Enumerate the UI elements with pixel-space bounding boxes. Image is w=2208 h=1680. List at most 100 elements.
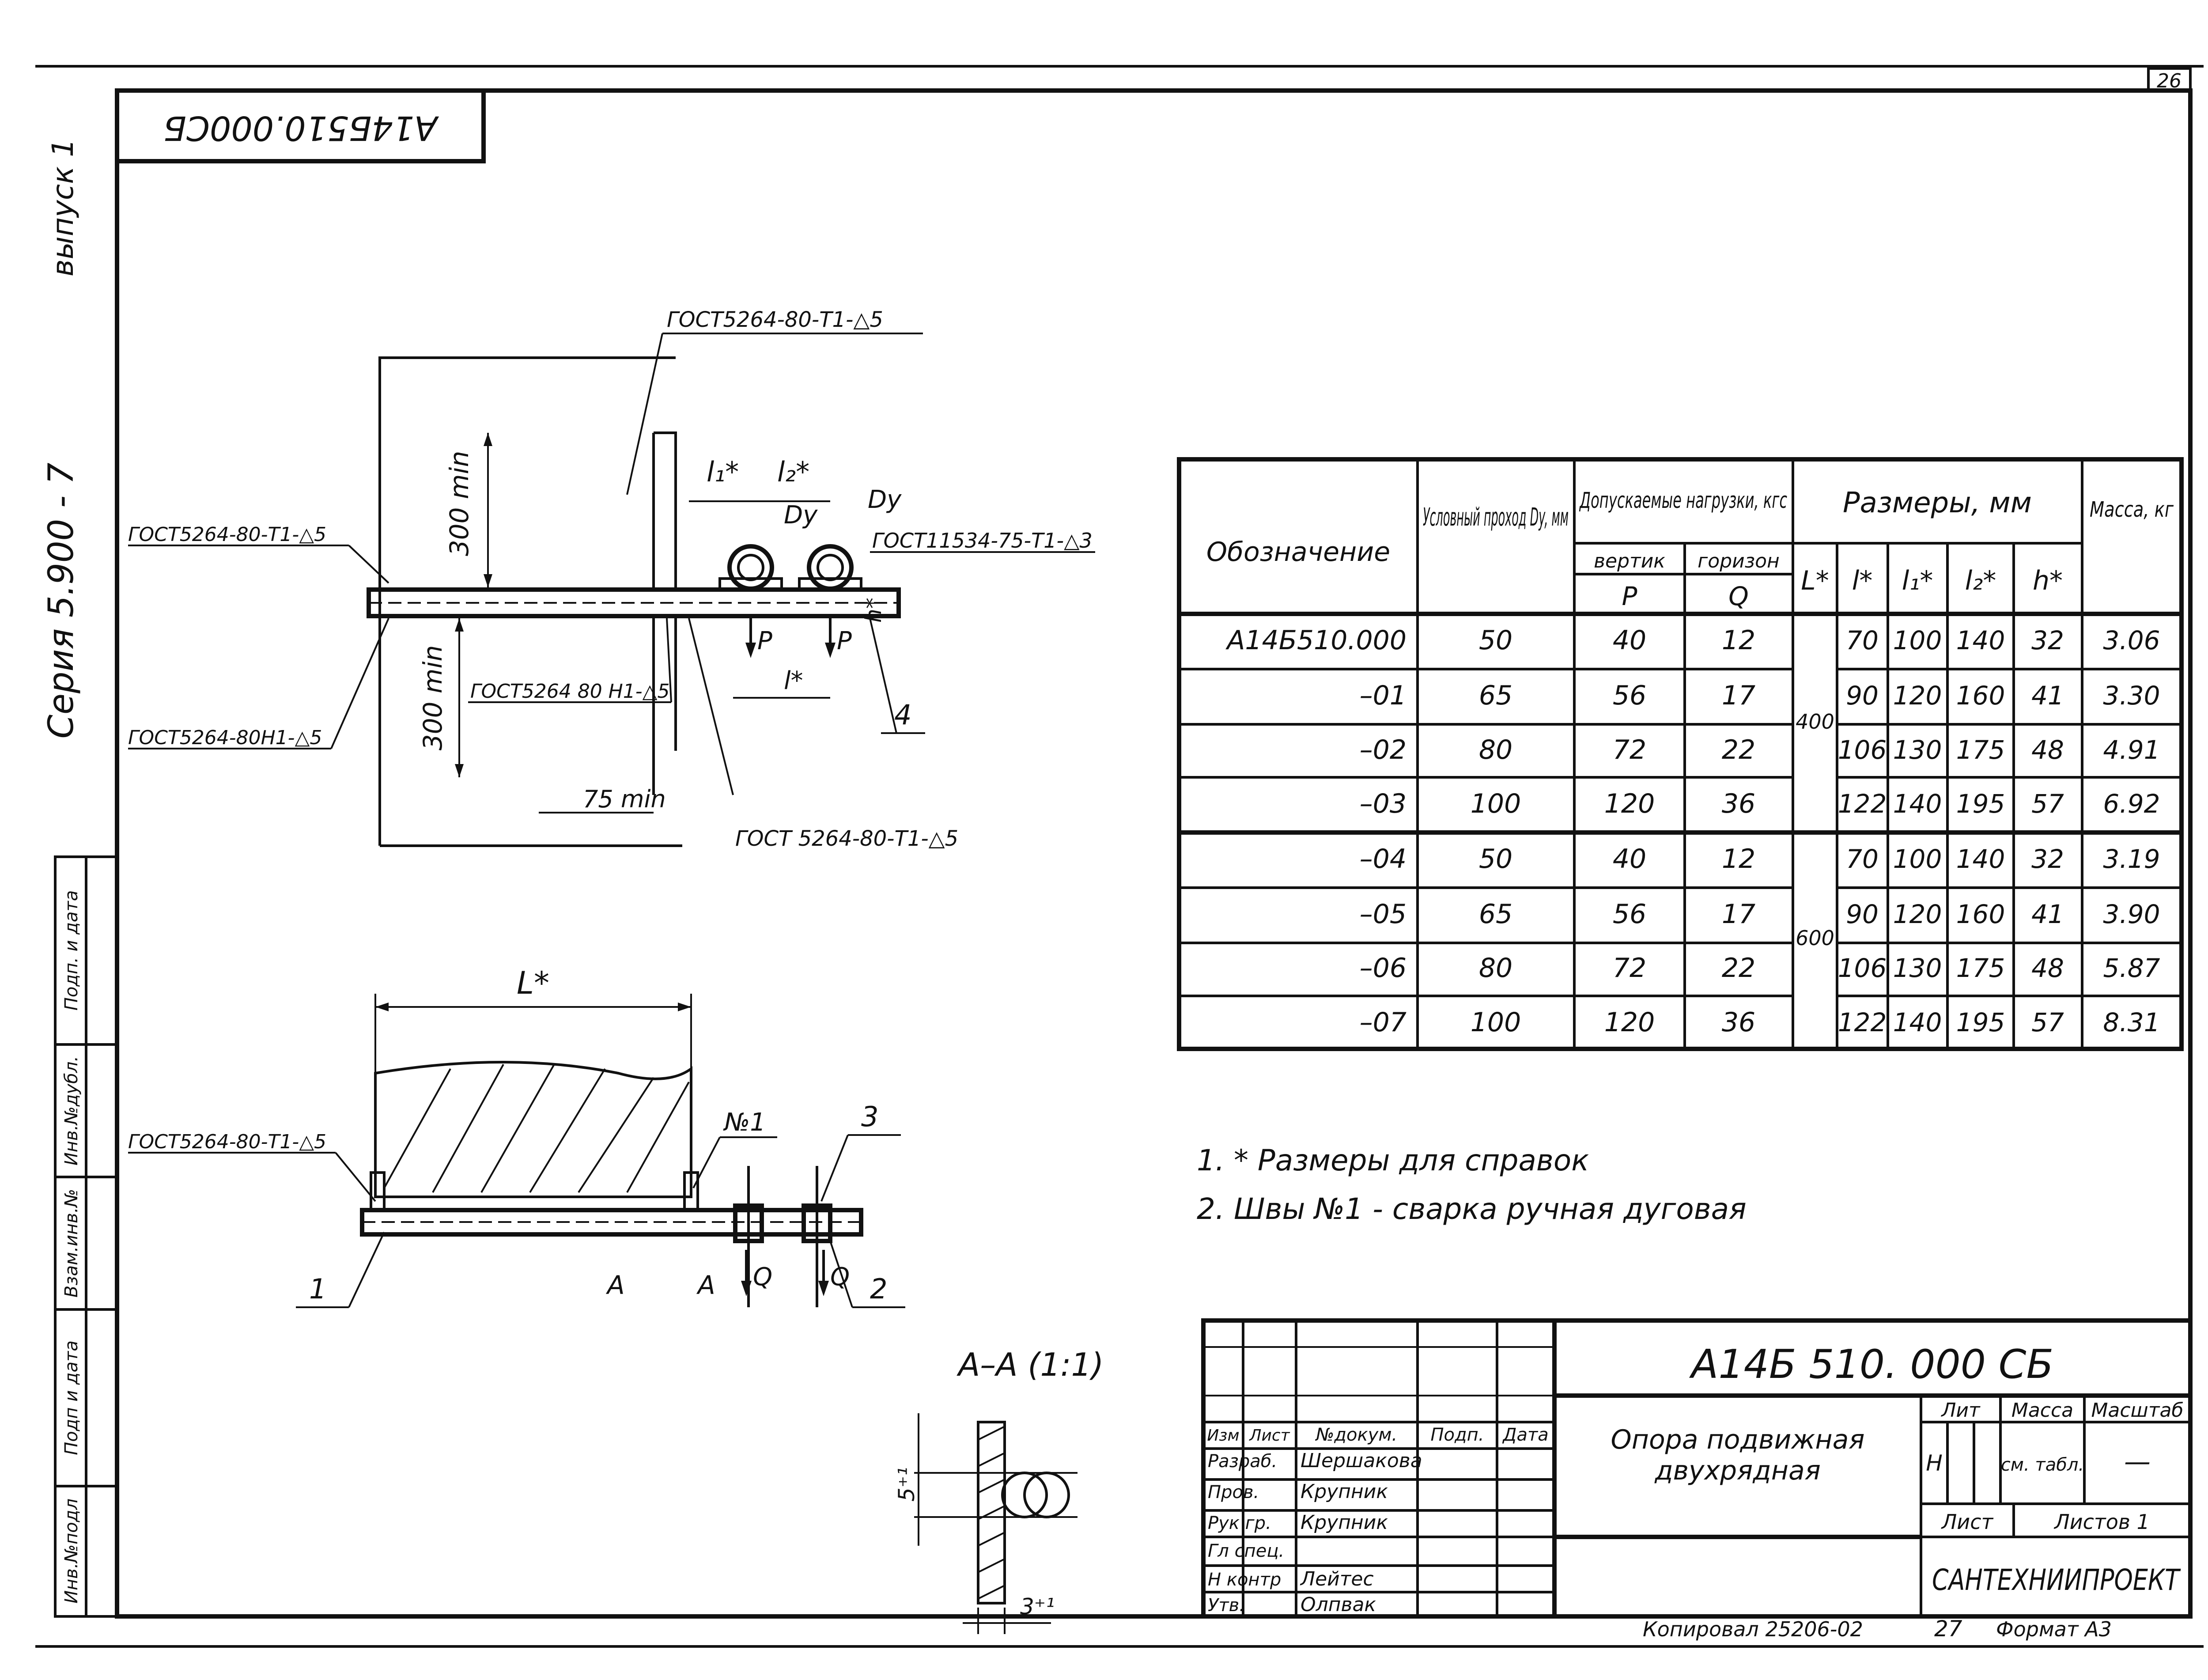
th-l1: l₁* xyxy=(1902,565,1933,596)
table-cell-p: 40 xyxy=(1613,844,1646,874)
footer-copied: Копировал 25206-02 xyxy=(1643,1617,1863,1641)
dim-h: h* xyxy=(861,598,886,623)
table-cell-h: 32 xyxy=(2031,844,2064,874)
table-cell-h: 48 xyxy=(2031,953,2064,983)
tb-role: Утв. xyxy=(1208,1595,1245,1616)
tb-hdr-sign: Подп. xyxy=(1430,1425,1484,1445)
section-mark-a2: А xyxy=(696,1270,715,1300)
stamp-podp-data: Подп и дата xyxy=(61,1340,82,1455)
gost-right: ГОСТ11534-75-Т1-△3 xyxy=(872,529,1093,552)
table-cell-l1: 130 xyxy=(1893,735,1942,765)
gost-left1: ГОСТ5264-80-Т1-△5 xyxy=(128,523,326,546)
dim-l1: l₁* xyxy=(707,456,739,488)
table-cell-l: 122 xyxy=(1838,789,1887,819)
dim-l: l* xyxy=(784,666,803,695)
table-cell-dy: 100 xyxy=(1471,1007,1521,1038)
table-cell-q: 17 xyxy=(1722,899,1755,930)
dim-l2: l₂* xyxy=(777,456,809,488)
L-group-600: 600 xyxy=(1796,926,1834,950)
th-vert: вертик xyxy=(1594,550,1665,572)
table-cell-l1: 120 xyxy=(1893,899,1942,929)
tb-person: Олпвак xyxy=(1301,1593,1376,1616)
th-l2: l₂* xyxy=(1965,565,1996,596)
table-cell-q: 12 xyxy=(1722,844,1755,874)
table-cell-l2: 195 xyxy=(1956,1007,2005,1037)
series-label: Серия 5.900 - 7 xyxy=(42,462,81,738)
th-bore: Условный проход Dy, мм xyxy=(1423,503,1569,532)
table-cell-l2: 140 xyxy=(1956,625,2005,655)
tb-scale-value: — xyxy=(2124,1446,2151,1477)
tb-person: Крупник xyxy=(1301,1511,1388,1534)
gost-bottom: ГОСТ 5264-80-Т1-△5 xyxy=(735,826,958,851)
th-L: L* xyxy=(1801,565,1829,596)
table-cell-l1: 100 xyxy=(1893,844,1942,874)
dim-dy2: Dy xyxy=(868,485,902,514)
table-cell-q: 22 xyxy=(1722,953,1755,984)
pos-2: 2 xyxy=(870,1273,887,1305)
table-cell-q: 36 xyxy=(1722,1007,1755,1038)
th-loads: Допускаемые нагрузки, кгс xyxy=(1579,488,1787,513)
th-horiz: горизон xyxy=(1698,550,1780,572)
table-cell-l: 90 xyxy=(1846,899,1879,929)
stamp-inv-dubl: Инв.№дубл. xyxy=(61,1056,82,1165)
table-cell-q: 17 xyxy=(1722,680,1755,711)
tb-mass-value: см. табл. xyxy=(2001,1455,2084,1475)
dim-75: 75 min xyxy=(583,785,666,813)
table-cell-dy: 65 xyxy=(1479,680,1512,711)
tb-name-1: Опора подвижная xyxy=(1611,1424,1864,1455)
table-cell-p: 120 xyxy=(1604,1007,1655,1038)
th-q: Q xyxy=(1728,581,1749,611)
section-a-a: А–А (1:1) 5⁺¹ 3⁺¹ xyxy=(894,1346,1104,1634)
pos-1: 1 xyxy=(309,1273,326,1305)
tb-sheet-label: Лист xyxy=(1941,1510,1994,1534)
gost-plan: ГОСТ5264-80-Т1-△5 xyxy=(128,1131,326,1153)
load-q2: Q xyxy=(830,1263,850,1291)
footer-page: 27 xyxy=(1934,1616,1962,1642)
stamp-vzam-inv: Взам.инв.№ xyxy=(61,1189,82,1298)
table-cell-l2: 140 xyxy=(1956,844,2005,874)
weld-label: №1 xyxy=(723,1108,766,1137)
tb-hdr-list: Лист xyxy=(1248,1426,1290,1445)
table-cell-m: 3.90 xyxy=(2103,899,2160,929)
sec-dim-5: 5⁺¹ xyxy=(894,1467,919,1502)
table-cell-p: 72 xyxy=(1613,953,1646,984)
tb-role: Разраб. xyxy=(1208,1451,1277,1472)
table-cell-l: 70 xyxy=(1846,844,1879,874)
table-cell-dy: 80 xyxy=(1479,953,1512,984)
sheet-number: 26 xyxy=(2157,70,2182,92)
table-cell-p: 40 xyxy=(1613,625,1646,656)
tb-role: Н контр xyxy=(1208,1570,1281,1590)
tb-hdr-izm: Изм xyxy=(1207,1426,1239,1445)
table-cell-l2: 195 xyxy=(1956,789,2005,819)
table-cell-d: –01 xyxy=(1360,680,1406,711)
tb-org: САНТЕХНИИПРОЕКТ xyxy=(1932,1563,2181,1597)
table-cell-d: –04 xyxy=(1360,844,1406,874)
th-sizes: Размеры, мм xyxy=(1843,487,2032,519)
dim-L: L* xyxy=(517,965,549,1001)
table-cell-l2: 160 xyxy=(1956,899,2005,929)
note-1: 1. * Размеры для справок xyxy=(1197,1143,1589,1177)
footer-format: Формат А3 xyxy=(1996,1617,2112,1641)
table-cell-h: 57 xyxy=(2031,1007,2064,1037)
table-cell-l1: 120 xyxy=(1893,681,1942,711)
stamp-inv-podl: Инв.№подл xyxy=(61,1498,82,1604)
table-cell-d: –05 xyxy=(1360,899,1406,930)
rotated-code: А14Б510.000СБ xyxy=(163,109,439,148)
table-cell-l: 106 xyxy=(1838,953,1887,983)
dim-dy1: Dy xyxy=(784,501,818,530)
table-cell-m: 5.87 xyxy=(2103,953,2160,983)
table-cell-h: 32 xyxy=(2031,625,2064,655)
tb-hdr-date: Дата xyxy=(1502,1425,1549,1445)
tb-scale-label: Масштаб xyxy=(2091,1399,2183,1422)
table-cell-l2: 175 xyxy=(1956,953,2005,983)
tb-person: Лейтес xyxy=(1300,1568,1374,1590)
pos-4: 4 xyxy=(894,699,911,731)
tb-sheets-label: Листов 1 xyxy=(2053,1510,2150,1534)
tb-person: Шершакова xyxy=(1301,1449,1422,1472)
tb-lit-label: Лит xyxy=(1940,1399,1981,1422)
L-group-400: 400 xyxy=(1796,710,1834,734)
tb-role: Гл спец. xyxy=(1208,1541,1284,1561)
tb-role: Рук гр. xyxy=(1208,1513,1271,1533)
table-cell-dy: 80 xyxy=(1479,734,1512,765)
th-h: h* xyxy=(2033,565,2063,596)
